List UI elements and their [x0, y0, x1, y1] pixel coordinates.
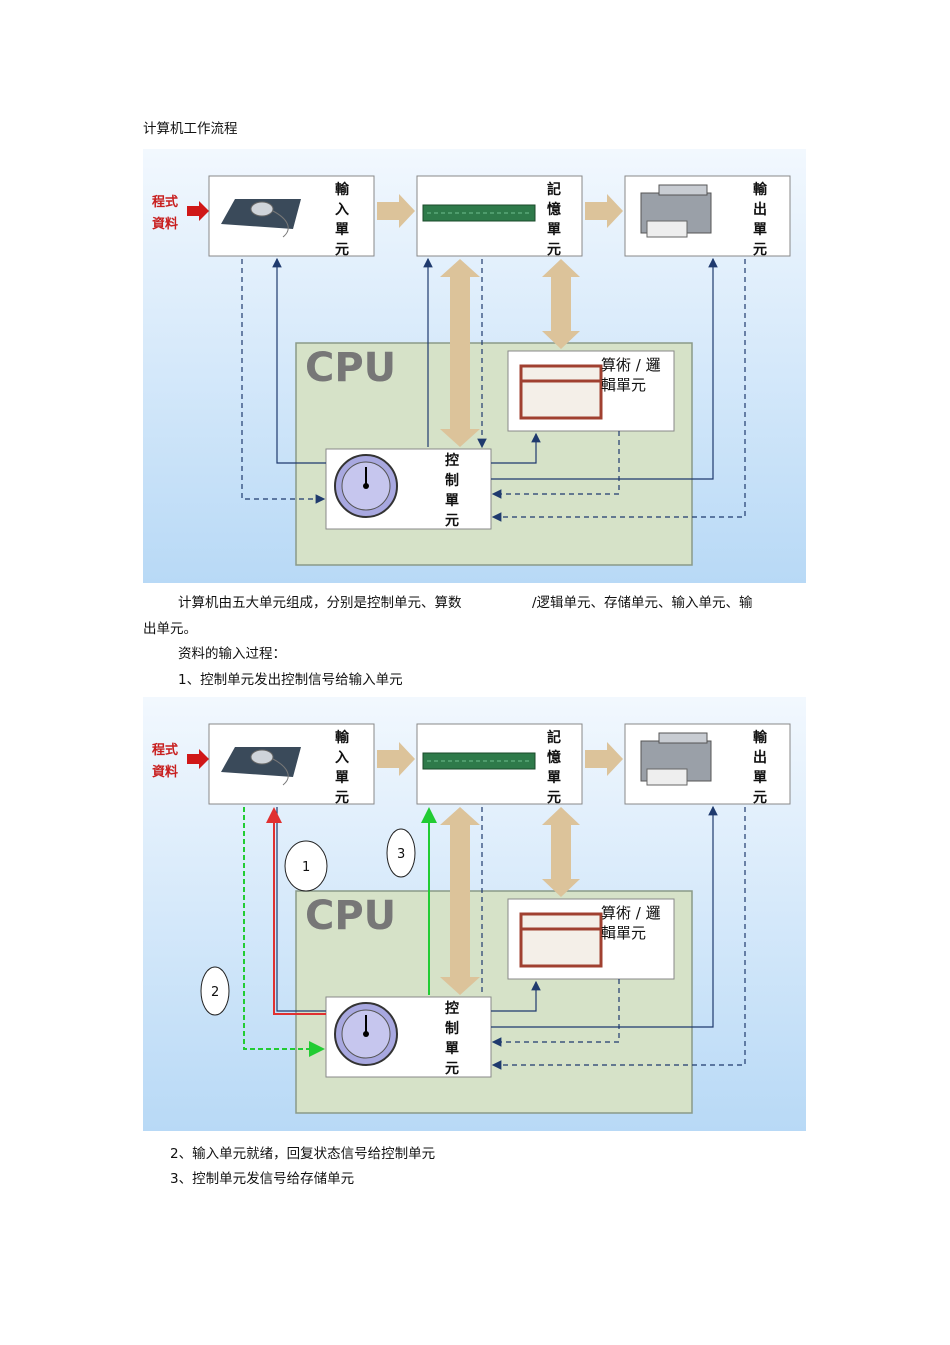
alu-label: 輯單元 [601, 924, 646, 942]
input-unit-char: 輸 [335, 181, 350, 198]
program-data-label: 資料 [152, 216, 178, 232]
control-unit-char: 控 [445, 1000, 459, 1017]
program-data-arrow [187, 201, 209, 221]
step-marker-1-label: 1 [302, 860, 310, 875]
memory-alu-arrow [542, 807, 580, 897]
control-unit-char: 元 [445, 1061, 459, 1077]
data-flow-arrow [585, 194, 623, 228]
memory-control-arrow [440, 807, 480, 995]
input-unit-char: 單 [335, 222, 349, 238]
output-unit-char: 輸 [753, 181, 768, 198]
cpu-label: CPU [305, 345, 396, 391]
program-data-label: 程式 [152, 194, 178, 210]
program-data-label: 資料 [152, 764, 178, 780]
alu-label: 輯單元 [601, 376, 646, 394]
abacus-icon [519, 912, 603, 968]
step1-control-signal [266, 807, 326, 1015]
mouse-icon [221, 747, 301, 786]
alu-status-signal [491, 431, 620, 499]
output-unit-char: 元 [753, 242, 767, 258]
figure-2: CPU 輸 入 單 元 程式 資料 記 憶 單 元 輸 出 單 元 [143, 697, 806, 1131]
output-unit-char: 單 [753, 222, 767, 238]
control-unit-char: 單 [445, 1041, 459, 1057]
memory-unit-char: 記 [547, 181, 561, 198]
output-unit-char: 出 [753, 201, 767, 218]
input-unit-char: 輸 [335, 729, 350, 746]
ram-chip-icon [422, 752, 536, 770]
figure-2-diagram: CPU 輸 入 單 元 程式 資料 記 憶 單 元 輸 出 單 元 [143, 697, 806, 1131]
memory-unit-char: 元 [547, 242, 561, 258]
paragraph-1-part2: /逻辑单元、存储单元、输入单元、输 [532, 595, 753, 611]
step-marker-1 [284, 840, 328, 892]
step2-status-signal [243, 807, 325, 1057]
alu-label: 算術 / 邏 [601, 356, 661, 374]
memory-unit-char: 憶 [547, 749, 561, 766]
control-unit-char: 單 [445, 493, 459, 509]
output-unit-char: 單 [753, 770, 767, 786]
step-1: 1、控制单元发出控制信号给输入单元 [178, 672, 403, 688]
input-unit-char: 入 [335, 202, 349, 218]
output-unit-char: 出 [753, 749, 767, 766]
control-to-input-signal [272, 257, 326, 464]
control-to-alu-signal [491, 432, 541, 464]
control-to-input-signal [276, 807, 326, 1012]
memory-control-arrow [440, 259, 480, 447]
data-flow-arrow [585, 742, 623, 776]
step-3: 3、控制单元发信号给存储单元 [170, 1171, 355, 1187]
control-unit-char: 制 [445, 1020, 459, 1037]
memory-unit-char: 元 [547, 790, 561, 806]
printer-icon [640, 184, 712, 238]
step-marker-3 [386, 828, 416, 878]
figure-1: CPU 輸 入 單 元 程式 資料 記 憶 單 元 輸 [143, 149, 806, 583]
input-unit-char: 元 [335, 790, 349, 806]
step-marker-2-label: 2 [211, 985, 219, 1000]
memory-unit-char: 單 [547, 222, 561, 238]
control-unit-char: 元 [445, 513, 459, 529]
output-unit-char: 元 [753, 790, 767, 806]
memory-unit-char: 憶 [547, 201, 561, 218]
ram-chip-icon [422, 204, 536, 222]
paragraph-1-line2: 出单元。 [143, 621, 197, 637]
program-data-arrow [187, 749, 209, 769]
control-unit-char: 控 [445, 452, 459, 469]
input-unit-char: 單 [335, 770, 349, 786]
output-status-signal [491, 807, 746, 1070]
output-unit-char: 輸 [753, 729, 768, 746]
control-to-output-signal [491, 805, 718, 1028]
output-status-signal [491, 259, 746, 522]
alu-status-signal [491, 979, 620, 1047]
control-to-output-signal [491, 257, 718, 480]
memory-alu-arrow [542, 259, 580, 349]
doc-title: 计算机工作流程 [143, 121, 238, 137]
input-unit-char: 元 [335, 242, 349, 258]
control-to-alu-signal [491, 980, 541, 1012]
data-flow-arrow [377, 742, 415, 776]
abacus-icon [519, 364, 603, 420]
clock-icon [334, 454, 398, 518]
memory-unit-char: 記 [547, 729, 561, 746]
paragraph-2: 资料的输入过程： [178, 646, 286, 662]
clock-icon [334, 1002, 398, 1066]
alu-label: 算術 / 邏 [601, 904, 661, 922]
cpu-label: CPU [305, 893, 396, 939]
step-marker-2 [200, 966, 230, 1016]
data-flow-arrow [377, 194, 415, 228]
mouse-icon [221, 199, 301, 238]
step-marker-3-label: 3 [397, 847, 405, 862]
memory-unit-char: 單 [547, 770, 561, 786]
step-2: 2、输入单元就绪，回复状态信号给控制单元 [170, 1146, 436, 1162]
control-unit-char: 制 [445, 472, 459, 489]
printer-icon [640, 732, 712, 786]
program-data-label: 程式 [152, 742, 178, 758]
figure-1-diagram: CPU 輸 入 單 元 程式 資料 記 憶 單 元 輸 [143, 149, 806, 583]
input-unit-char: 入 [335, 750, 349, 766]
paragraph-1-part1: 计算机由五大单元组成，分别是控制单元、算数 [178, 595, 462, 611]
